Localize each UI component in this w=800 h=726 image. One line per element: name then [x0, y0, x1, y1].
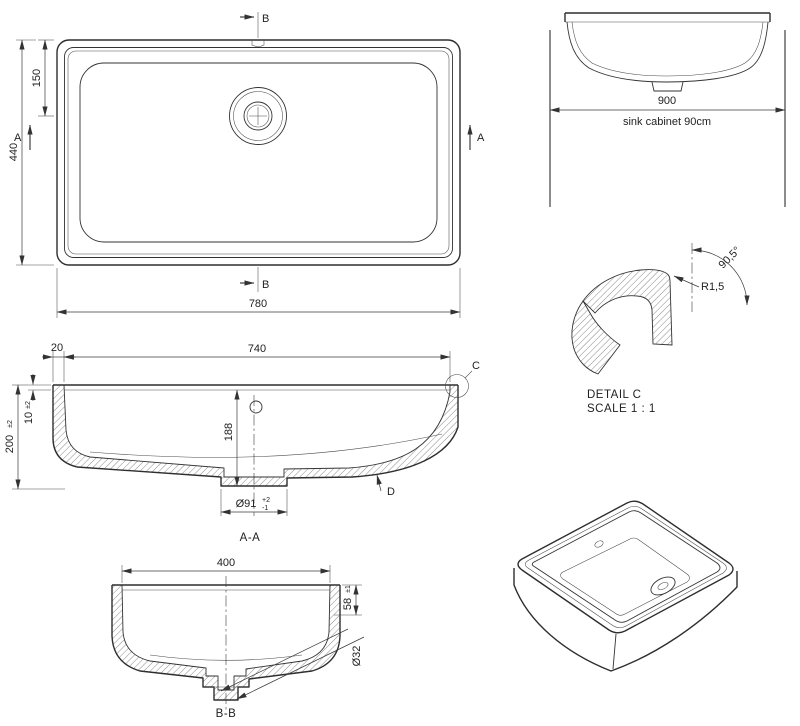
- dim-drain-recess: Ø91 +2 -1: [220, 489, 288, 516]
- dim-440-text: 440: [8, 143, 20, 161]
- dim-400-text: 400: [217, 557, 235, 569]
- bb-hatched-walls: [112, 585, 340, 700]
- detail-c-view: 90,5° R1,5 DETAIL C SCALE 1 : 1: [571, 243, 750, 415]
- detail-rim-section: [582, 269, 673, 346]
- iso-bowl-edge: [531, 510, 721, 623]
- section-bb-caption: B-B: [216, 708, 237, 720]
- isometric-view: [513, 500, 738, 672]
- dim-200-tol: ±2: [7, 420, 14, 428]
- dim-188-text: 188: [223, 423, 235, 441]
- radius-leader: [673, 275, 700, 288]
- iso-drain: [650, 576, 676, 596]
- dim-20-740: 20 740: [42, 342, 451, 382]
- d-label: D: [387, 486, 395, 498]
- bowl-bottom-edge: [79, 62, 438, 243]
- dim-740-text: 740: [248, 343, 266, 355]
- cabinet-view: 900 sink cabinet 90cm: [549, 12, 786, 207]
- overflow-notch: [251, 40, 265, 47]
- dim-440: 440: [8, 39, 54, 266]
- section-b-label-bottom: B: [262, 279, 269, 291]
- sink-front-profile: [564, 12, 771, 92]
- aa-outer-profile: [52, 385, 459, 487]
- c-callout: C: [445, 360, 480, 398]
- dim-58-tol: ±1: [345, 585, 352, 593]
- cabinet-caption: sink cabinet 90cm: [623, 116, 711, 128]
- detail-scale: SCALE 1 : 1: [587, 403, 656, 415]
- drain-trap-front: [651, 81, 684, 92]
- dim-188: 188: [223, 389, 240, 487]
- aa-overflow-hole: [249, 400, 263, 414]
- dim-200: ±2 200: [4, 384, 65, 490]
- sink-rim-inner-edge2: [67, 50, 450, 255]
- dim-10-text: 10: [23, 412, 35, 424]
- section-line-a: A A: [14, 124, 485, 150]
- radius-text: R1,5: [701, 281, 724, 293]
- sink-rim-inner-edge: [64, 47, 453, 258]
- detail-title: DETAIL C: [587, 389, 641, 401]
- dim-150: 150: [31, 39, 54, 117]
- section-line-b: B B: [240, 12, 269, 292]
- dim-58-text: 58: [342, 598, 354, 610]
- iso-front-corner-edge: [612, 633, 617, 670]
- d-callout: D: [376, 474, 395, 498]
- section-a-label-right: A: [477, 132, 485, 144]
- dim-10-tol: ±2: [25, 401, 32, 409]
- dim-drain-tol-plus: +2: [262, 497, 270, 504]
- dim-150-text: 150: [31, 69, 43, 87]
- angle-text: 90,5°: [717, 245, 744, 272]
- section-aa-caption: A-A: [240, 532, 261, 544]
- top-view: B B A A 150 440: [8, 12, 485, 318]
- section-b-label-top: B: [262, 13, 269, 25]
- iso-rim-inner: [524, 505, 727, 629]
- dim-drain-tol-minus: -1: [262, 505, 268, 512]
- c-label: C: [472, 360, 480, 372]
- section-aa-view: 20 740 ±2 10 ±2 200 188: [4, 342, 480, 544]
- dim-58: ±1 58: [334, 584, 362, 616]
- detail-bowl-section: [571, 300, 621, 375]
- detail-circle: [445, 374, 469, 398]
- aa-inner-profile: [63, 384, 451, 478]
- dim-900: 900 sink cabinet 90cm: [549, 95, 786, 128]
- angle-arc: [691, 247, 750, 306]
- dim-200-text: 200: [4, 435, 16, 453]
- dim-drain-text: Ø91: [236, 498, 257, 510]
- section-bb-view: 400 ±1 58 Ø32 B-B: [111, 557, 365, 720]
- dim-10: ±2 10: [23, 374, 51, 424]
- section-a-label-left: A: [14, 132, 22, 144]
- dim-hole: Ø32: [220, 628, 365, 700]
- sink-outer-edge: [56, 39, 461, 266]
- iso-body-silhouette: [513, 568, 738, 672]
- dim-20-text: 20: [51, 342, 63, 354]
- drain-top: [229, 87, 287, 145]
- dim-780: 780: [56, 268, 461, 318]
- iso-bowl-bottom: [560, 537, 690, 616]
- dim-780-text: 780: [249, 298, 267, 310]
- dim-400: 400: [121, 557, 331, 583]
- iso-rim-outer: [517, 500, 734, 634]
- dim-900-text: 900: [658, 95, 676, 107]
- dim-hole-text: Ø32: [351, 646, 363, 667]
- iso-overflow-hole: [594, 540, 604, 548]
